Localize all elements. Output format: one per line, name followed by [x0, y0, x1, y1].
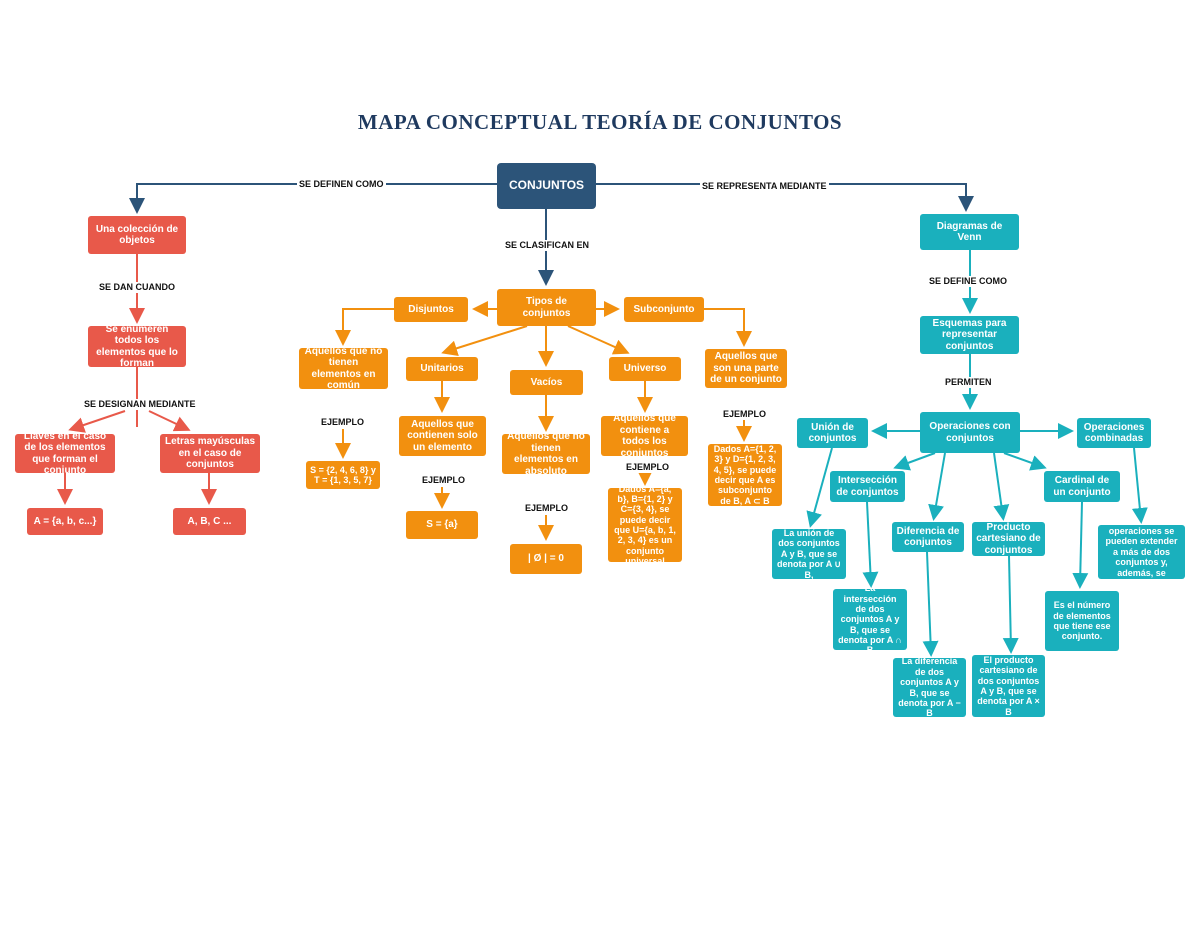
node-ejemplo-letras: A, B, C ...: [173, 508, 246, 535]
node-coleccion-objetos: Una colección de objetos: [88, 216, 186, 254]
node-letras-mayusculas: Letras mayúsculas en el caso de conjunto…: [160, 434, 260, 473]
label-se-dan-cuando: SE DAN CUANDO: [97, 282, 178, 293]
node-disjuntos-def: Aquellos que no tienen elementos en comú…: [299, 348, 388, 389]
node-diferencia-def: La diferencia de dos conjuntos A y B, qu…: [893, 658, 966, 717]
label-se-representa-mediante: SE REPRESENTA MEDIANTE: [700, 181, 829, 192]
label-ejemplo-disjuntos: EJEMPLO: [319, 417, 367, 428]
node-conjuntos: CONJUNTOS: [497, 163, 596, 209]
node-diagramas-de-venn: Diagramas de Venn: [920, 214, 1019, 250]
node-vacios: Vacíos: [510, 370, 583, 395]
node-operaciones-combinadas: Operaciones combinadas: [1077, 418, 1151, 448]
page-title: MAPA CONCEPTUAL TEORÍA DE CONJUNTOS: [357, 110, 843, 134]
node-diferencia: Diferencia de conjuntos: [892, 522, 964, 552]
node-disjuntos: Disjuntos: [394, 297, 468, 322]
node-unitarios-ejemplo: S = {a}: [406, 511, 478, 539]
node-subconjunto: Subconjunto: [624, 297, 704, 322]
node-interseccion: Intersección de conjuntos: [830, 471, 905, 502]
node-enumeren-elementos: Se enumeren todos los elementos que lo f…: [88, 326, 186, 367]
label-ejemplo-unitarios: EJEMPLO: [420, 475, 468, 486]
node-ejemplo-llaves: A = {a, b, c...}: [27, 508, 103, 535]
node-esquemas: Esquemas para representar conjuntos: [920, 316, 1019, 354]
label-se-designan-mediante: SE DESIGNAN MEDIANTE: [82, 399, 198, 410]
label-se-definen-como: SE DEFINEN COMO: [297, 179, 386, 190]
node-subconjunto-def: Aquellos que son una parte de un conjunt…: [705, 349, 787, 388]
label-ejemplo-universo: EJEMPLO: [624, 462, 672, 473]
node-llaves: Llaves en el caso de los elementos que f…: [15, 434, 115, 473]
node-union: Unión de conjuntos: [797, 418, 868, 448]
node-universo-def: Aquellos que contiene a todos los conjun…: [601, 416, 688, 456]
label-permiten: PERMITEN: [943, 377, 994, 388]
node-operaciones: Operaciones con conjuntos: [920, 412, 1020, 453]
node-tipos-de-conjuntos: Tipos de conjuntos: [497, 289, 596, 326]
node-producto-def: El producto cartesiano de dos conjuntos …: [972, 655, 1045, 717]
node-vacios-def: Aquellos que no tienen elementos en abso…: [502, 434, 590, 474]
red-connectors: [57, 254, 217, 505]
node-interseccion-def: La intersección de dos conjuntos A y B, …: [833, 589, 907, 650]
node-disjuntos-ejemplo: S = {2, 4, 6, 8} y T = {1, 3, 5, 7}: [306, 461, 380, 489]
node-producto: Producto cartesiano de conjuntos: [972, 522, 1045, 556]
node-cardinal-def: Es el número de elementos que tiene ese …: [1045, 591, 1119, 651]
node-combinadas-def: Estas operaciones se pueden extender a m…: [1098, 525, 1185, 579]
node-unitarios: Unitarios: [406, 357, 478, 381]
node-unitarios-def: Aquellos que contienen solo un elemento: [399, 416, 486, 456]
node-universo: Universo: [609, 357, 681, 381]
label-ejemplo-subconjunto: EJEMPLO: [721, 409, 769, 420]
node-union-def: La unión de dos conjuntos A y B, que se …: [772, 529, 846, 579]
label-se-clasifican-en: SE CLASIFICAN EN: [503, 240, 592, 251]
label-ejemplo-vacios: EJEMPLO: [523, 503, 571, 514]
node-universo-ejemplo: Dados A={a, b}, B={1, 2} y C={3, 4}, se …: [608, 488, 682, 562]
label-se-define-como: SE DEFINE COMO: [927, 276, 1010, 287]
node-cardinal: Cardinal de un conjunto: [1044, 471, 1120, 502]
orange-connectors: [335, 301, 752, 541]
node-subconjunto-ejemplo: Dados A={1, 2, 3} y D={1, 2, 3, 4, 5}, s…: [708, 444, 782, 506]
node-vacios-ejemplo: | Ø | = 0: [510, 544, 582, 574]
